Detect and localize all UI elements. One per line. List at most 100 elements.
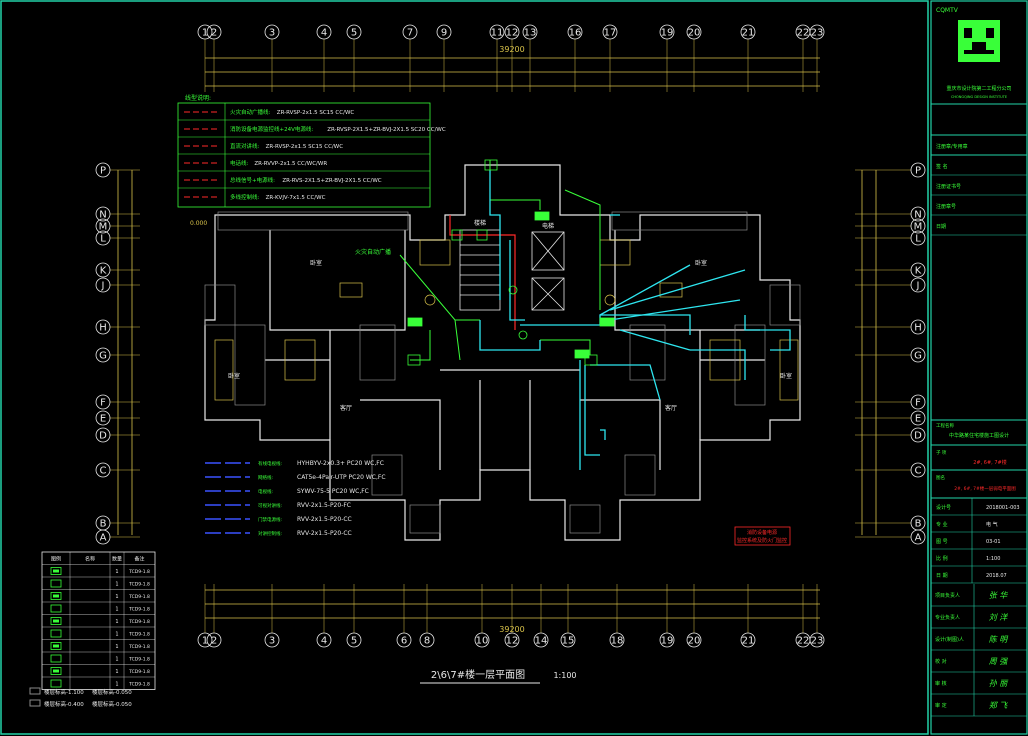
level-mark: 0.000	[190, 220, 207, 227]
table-note: TCD9-1.8	[128, 619, 150, 625]
axis-label: 11	[491, 28, 504, 39]
axis-bubble: 12	[504, 24, 520, 40]
room-label: 卧室	[310, 259, 322, 267]
axis-label: H	[914, 323, 922, 334]
legend-row: 总线信号+电源线: ZR-RVS-2X1.5+ZR-BVJ-2X1.5 CC/WC	[184, 176, 382, 184]
axis-label: 15	[562, 636, 575, 647]
table-note: TCD9-1.8	[128, 607, 150, 613]
axis-bubble: C	[910, 462, 926, 478]
legend-spec: RVV-2x1.5-P20-CC	[297, 516, 352, 523]
axis-label: A	[100, 533, 107, 544]
signer-row: 专业负责人刘 洋	[931, 606, 1027, 629]
drawing-frame	[0, 0, 929, 735]
axis-bubble: G	[95, 347, 111, 363]
axis-label: 14	[535, 636, 548, 647]
signer-label: 项目负责人	[935, 592, 960, 599]
axis-label: 23	[811, 28, 824, 39]
axis-label: H	[99, 323, 107, 334]
axis-bubble: H	[910, 319, 926, 335]
project-label: 工程名称	[936, 422, 954, 429]
table-note: TCD9-1.8	[128, 632, 150, 638]
signer-label: 设计(制图)人	[935, 636, 964, 643]
field-value: 1:100	[986, 556, 1000, 562]
axis-bubble: L	[95, 230, 111, 246]
axis-label: 1	[202, 636, 208, 647]
axis-bubble: 5	[346, 632, 362, 648]
axis-bubble: 12	[504, 632, 520, 648]
axis-label: B	[100, 519, 107, 530]
legend-spec: ZR-RVS-2X1.5+ZR-BVJ-2X1.5 CC/WC	[282, 178, 381, 184]
weak-current-legend: 有线电视线:HYHBYV-2x0.3+ PC20 WC,FC网络线:CAT5e-…	[205, 460, 386, 537]
legend-row: 可视对讲线:RVV-2x1.5-P20-FC	[205, 502, 351, 509]
table-note: TCD9-1.8	[128, 594, 150, 600]
axis-bubble: 18	[609, 632, 625, 648]
legend-label: 直流对讲线:	[230, 142, 260, 150]
legend-row: 火灾自动广播线:ZR-RVSP-2x1.5 SC15 CC/WC	[184, 108, 354, 116]
room-label: 卧室	[780, 372, 792, 380]
room-labels: 卧室 客厅 卧室 卧室 客厅 卧室	[228, 259, 792, 412]
field-label: 日 期	[936, 573, 948, 579]
table-note: TCD9-1.8	[128, 669, 150, 675]
axis-label: J	[916, 281, 920, 292]
top-dimensions	[205, 57, 820, 87]
axis-bubble: D	[95, 427, 111, 443]
legend-label: 多线控制线:	[230, 193, 260, 201]
axis-bubble: B	[910, 515, 926, 531]
axis-label: 18	[611, 636, 624, 647]
axis-label: 19	[661, 636, 674, 647]
legend-label: 电视线:	[258, 488, 273, 495]
axis-bubble: 23	[809, 24, 825, 40]
table-note: TCD9-1.8	[128, 682, 150, 688]
title-block-field: 专 业电 气	[931, 515, 1027, 533]
axis-bubble: 6	[396, 632, 412, 648]
table-note: TCD9-1.8	[128, 644, 150, 650]
title-block-row: 注册章号	[931, 203, 1027, 216]
fixtures	[214, 239, 799, 401]
axis-label: J	[101, 281, 105, 292]
axis-bubble: 2	[206, 24, 222, 40]
bottom-dimensions	[205, 589, 820, 619]
table-header: 名称	[85, 556, 95, 563]
legend-label: 总线信号+电源线:	[230, 176, 275, 184]
axis-bubble: A	[910, 529, 926, 545]
legend-spec: ZR-KVJV-7x1.5 CC/WC	[266, 195, 326, 201]
footnote-2: 楼层标高-0.400	[44, 700, 84, 708]
axis-label: D	[99, 431, 107, 442]
field-label: 图 号	[936, 539, 948, 545]
axis-label: A	[915, 533, 922, 544]
legend-row: 电视线:SYWV-75-5 PC20 WC,FC	[205, 488, 369, 495]
field-value: 电 气	[986, 521, 998, 528]
drawing-name: 2#, 6#, 7#楼一层弱电平面图	[954, 485, 1016, 492]
tv-outlet-icon	[50, 592, 62, 600]
axis-bubble: 20	[686, 24, 702, 40]
panel-icon	[50, 642, 62, 650]
signer-row: 设计(制图)人陈 明	[931, 628, 1027, 651]
legend-spec: RVV-2x1.5-P20-FC	[297, 502, 351, 509]
monitor-icon	[50, 679, 62, 688]
title-block-row: 日期	[931, 224, 1027, 236]
axis-label: 21	[742, 636, 755, 647]
stair-label: 楼梯	[474, 219, 486, 227]
axis-bubble: 1	[197, 24, 213, 40]
axis-bubble: B	[95, 515, 111, 531]
legend-row: 多线控制线: ZR-KVJV-7x1.5 CC/WC	[184, 193, 326, 201]
line-type-legend-items: 火灾自动广播线:ZR-RVSP-2x1.5 SC15 CC/WC消防设备电源监控…	[184, 108, 446, 201]
axis-bubble: F	[910, 394, 926, 410]
axis-label: G	[914, 351, 922, 362]
legend-spec: ZR-RVSP-2x1.5 SC15 CC/WC	[277, 110, 355, 116]
axis-bubble: 20	[686, 632, 702, 648]
signer-label: 专业负责人	[935, 614, 960, 621]
table-header: 备注	[134, 556, 144, 563]
axis-bubble: 23	[809, 632, 825, 648]
legend-label: 有线电视线:	[258, 460, 282, 467]
signature: 孙 丽	[989, 679, 1010, 688]
signer-label: 审 定	[935, 702, 947, 709]
